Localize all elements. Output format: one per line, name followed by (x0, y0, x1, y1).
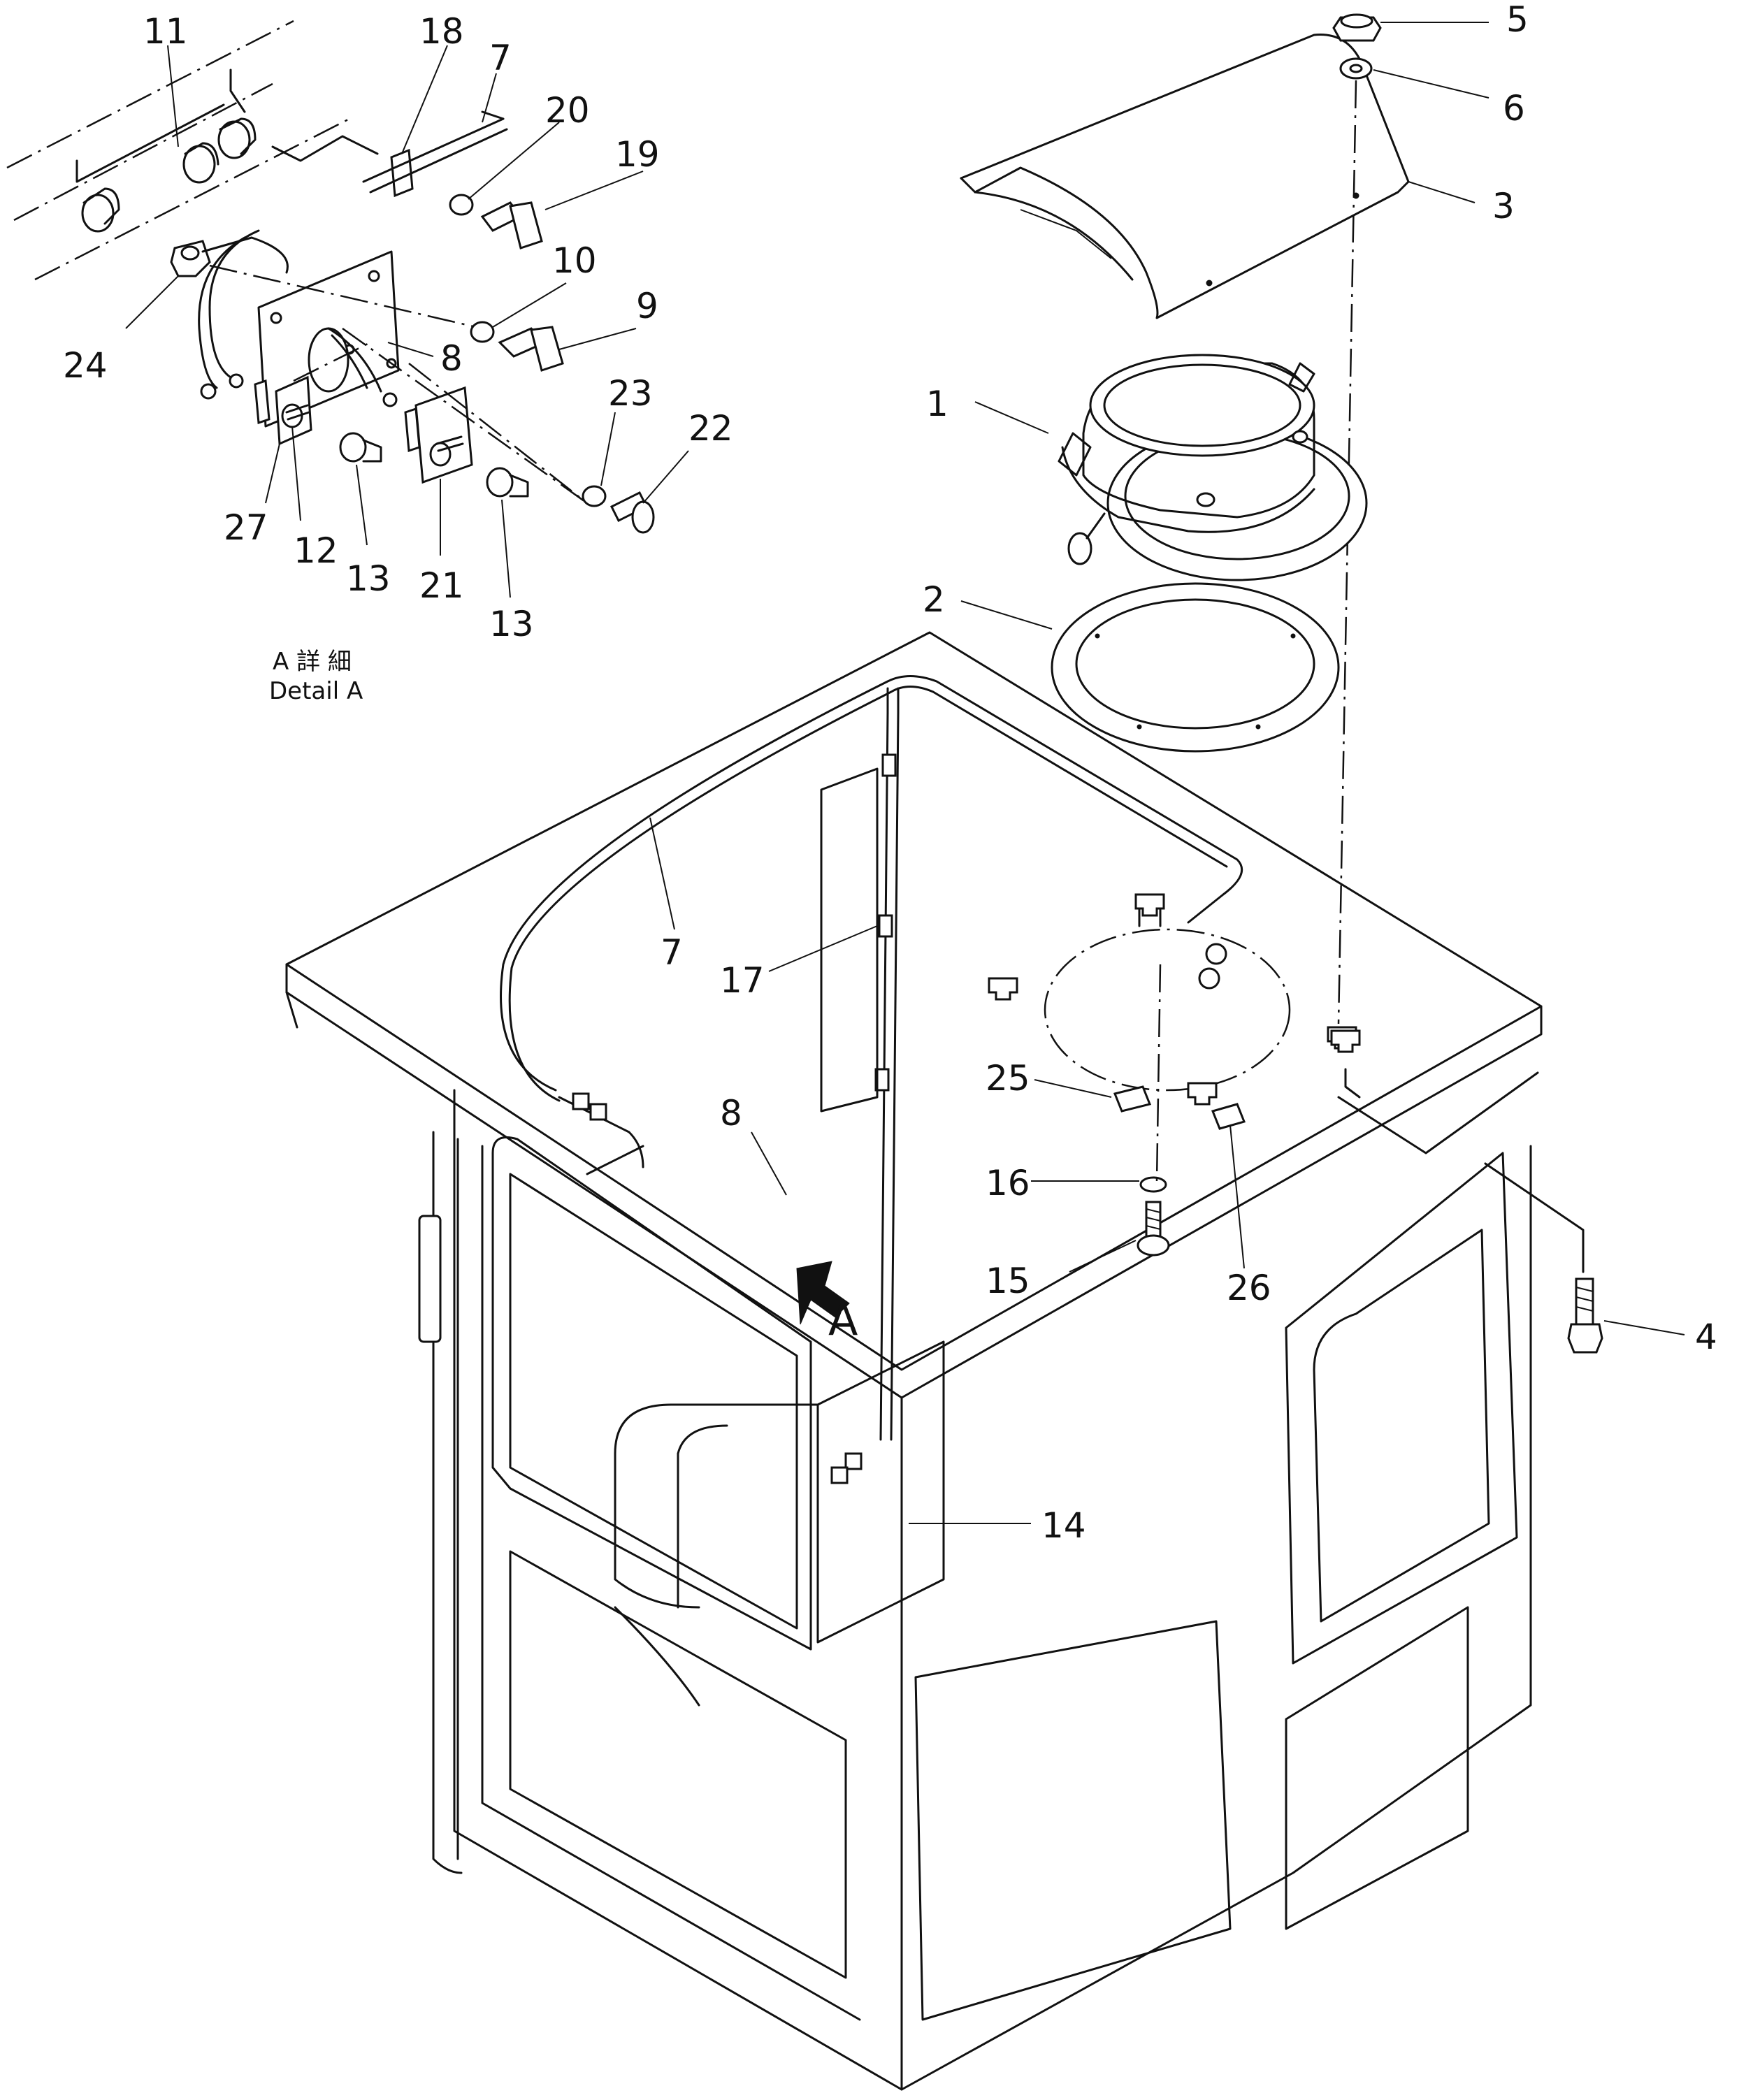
view-arrow-a (796, 1261, 850, 1325)
gasket-2 (1051, 582, 1340, 753)
callout-16: 16 (986, 1163, 1030, 1203)
washer-6 (1339, 57, 1373, 80)
callout-15: 15 (986, 1261, 1030, 1301)
callout-23: 23 (608, 373, 653, 414)
callout-21: 21 (419, 565, 464, 606)
callout-27: 27 (224, 507, 268, 548)
callouts: 5 6 3 1 2 4 7 17 8 25 16 15 26 A 14 11 1… (63, 0, 1717, 1546)
callout-18: 18 (419, 11, 464, 52)
callout-14: 14 (1041, 1505, 1086, 1546)
callout-8-detail: 8 (440, 338, 463, 379)
callout-13-b: 13 (489, 604, 534, 644)
callout-19: 19 (615, 134, 660, 175)
bolt-15 (1137, 964, 1170, 1257)
callout-12: 12 (294, 530, 338, 571)
detail-caption-jp: A 詳 細 (273, 648, 352, 676)
detail-a (6, 20, 655, 534)
callout-25: 25 (986, 1058, 1030, 1099)
callout-4: 4 (1695, 1317, 1717, 1357)
callout-26: 26 (1227, 1268, 1271, 1308)
callout-2: 2 (923, 579, 945, 620)
cab-body (285, 631, 1543, 2091)
nut-5 (1332, 13, 1382, 42)
callout-9: 9 (636, 286, 658, 326)
detail-caption-en: Detail A (269, 677, 363, 705)
callout-24: 24 (63, 345, 108, 386)
callout-3: 3 (1492, 186, 1515, 226)
callout-6: 6 (1503, 88, 1525, 129)
bolt-4 (1330, 1029, 1603, 1354)
callout-17: 17 (720, 960, 765, 1001)
lamp-mount-circle (988, 893, 1357, 1130)
callout-13-a: 13 (346, 558, 391, 599)
callout-22: 22 (688, 408, 733, 449)
callout-1: 1 (926, 384, 948, 424)
callout-5: 5 (1506, 0, 1529, 40)
callout-7-main: 7 (661, 932, 683, 973)
callout-11: 11 (143, 11, 188, 52)
leader-lines (125, 22, 1685, 1524)
callout-20: 20 (545, 90, 590, 131)
collar-11 (81, 117, 257, 233)
harness-connectors (572, 1092, 863, 1484)
callout-8-main: 8 (720, 1093, 742, 1134)
cover-3 (960, 34, 1410, 319)
callout-10: 10 (552, 240, 597, 281)
roof-harness (500, 675, 1243, 1441)
callout-7-detail: 7 (489, 38, 512, 78)
view-label-a: A (828, 1294, 858, 1345)
lamp-1 (1058, 354, 1368, 581)
